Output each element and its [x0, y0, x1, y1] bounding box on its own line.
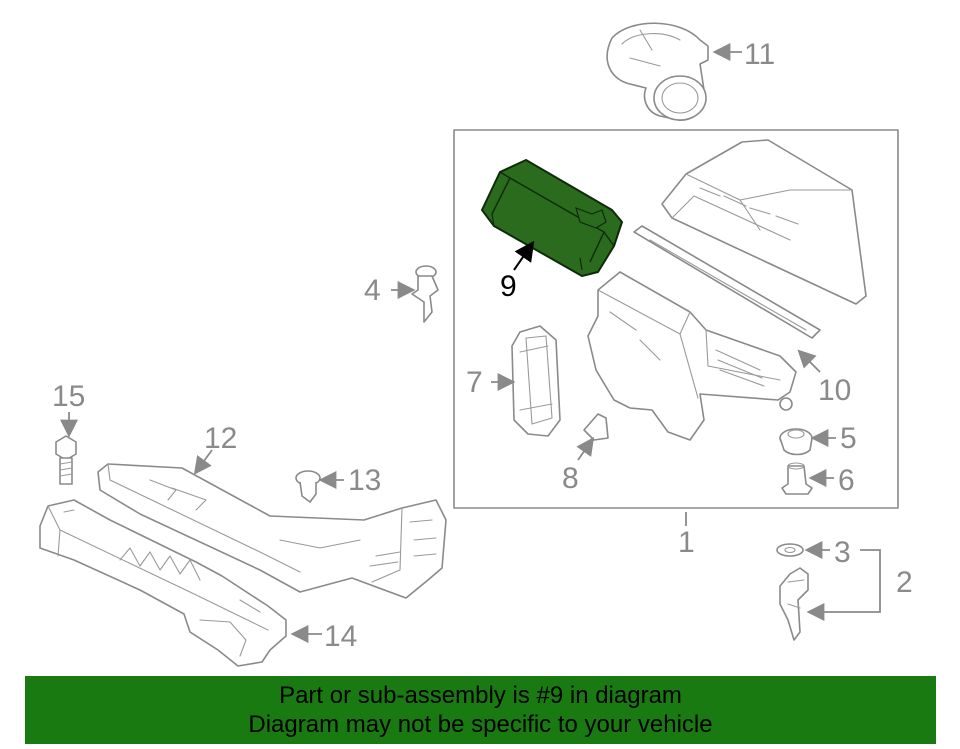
leader-12 — [193, 449, 213, 475]
assembly-box — [453, 129, 899, 509]
clip-part-8[interactable] — [583, 413, 609, 441]
callout-11: 11 — [744, 38, 775, 71]
throttle-body-part[interactable] — [606, 22, 709, 121]
callout-1: 1 — [678, 526, 695, 559]
callout-4: 4 — [364, 274, 381, 307]
callout-3: 3 — [834, 536, 851, 569]
callout-12: 12 — [204, 422, 237, 455]
callout-15: 15 — [52, 380, 85, 413]
bushing-part-6[interactable] — [781, 462, 813, 495]
callout-13: 13 — [348, 464, 381, 497]
inlet-duct-part[interactable] — [511, 325, 561, 437]
bracket-part-14[interactable] — [39, 499, 287, 667]
air-cleaner-lower-housing[interactable] — [587, 271, 797, 441]
air-cleaner-cover-highlighted[interactable] — [481, 159, 623, 277]
callout-10: 10 — [818, 374, 851, 407]
clip-part-13[interactable] — [295, 470, 321, 503]
callout-14: 14 — [324, 620, 357, 653]
leader-10 — [797, 349, 821, 373]
bracket-leader-2 — [820, 549, 881, 613]
grommet-part-5[interactable] — [779, 428, 813, 456]
callout-6: 6 — [838, 464, 855, 497]
leader-8 — [576, 437, 595, 461]
callout-5: 5 — [840, 422, 857, 455]
banner-line-part-number: Part or sub-assembly is #9 in diagram — [279, 682, 682, 709]
bolt-part-15[interactable] — [55, 435, 77, 485]
leader-9 — [513, 240, 535, 271]
banner-line-disclaimer: Diagram may not be specific to your vehi… — [248, 711, 713, 738]
bracket-part-2[interactable] — [776, 543, 809, 641]
callout-9: 9 — [500, 270, 517, 303]
callout-7: 7 — [466, 366, 483, 399]
push-pin-part-4[interactable] — [411, 265, 439, 323]
callout-8: 8 — [562, 462, 579, 495]
info-banner: Part or sub-assembly is #9 in diagram Di… — [25, 676, 936, 744]
air-filter-upper-housing[interactable] — [633, 139, 867, 339]
callout-2: 2 — [896, 566, 913, 599]
intake-duct-part-12[interactable] — [97, 463, 447, 599]
